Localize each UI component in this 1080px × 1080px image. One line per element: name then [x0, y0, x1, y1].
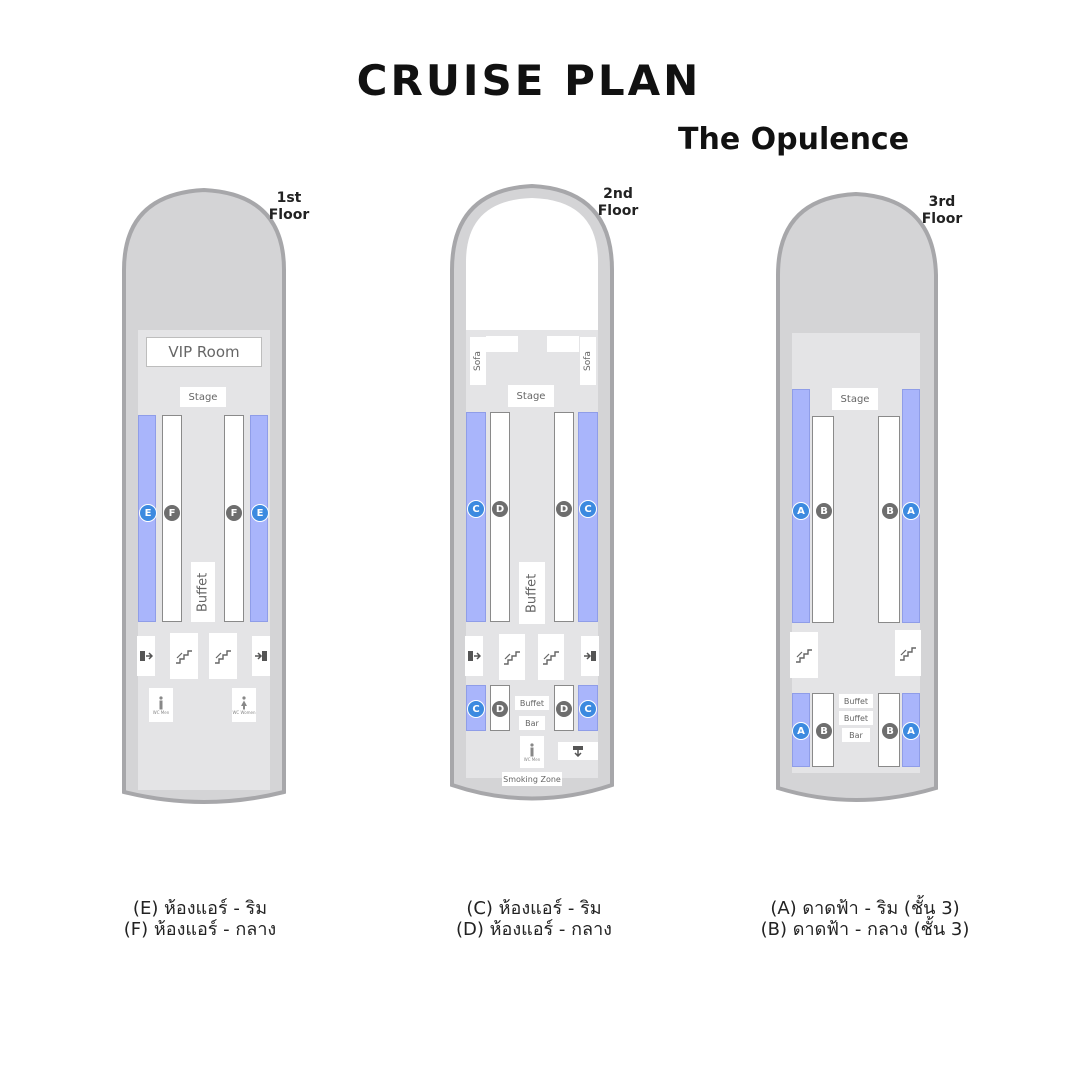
- zone-badge-c: C: [467, 500, 485, 518]
- page-title: CRUISE PLAN: [356, 56, 702, 105]
- legend-floor-3: (A) ดาดฟ้า - ริม (ชั้น 3) (B) ดาดฟ้า - ก…: [725, 898, 1005, 940]
- stage[interactable]: Stage: [508, 385, 554, 407]
- zone-badge-b: B: [881, 722, 899, 740]
- legend-line-f: (F) ห้องแอร์ - กลาง: [123, 919, 277, 940]
- vip-room[interactable]: VIP Room: [146, 337, 262, 367]
- zone-badge-a: A: [792, 502, 810, 520]
- zone-badge-d: D: [555, 500, 573, 518]
- deck-floor-2: 2nd Floor Sofa Sofa Stage C D D C Buffet…: [448, 180, 648, 810]
- legend-line-e: (E) ห้องแอร์ - ริม: [132, 898, 268, 919]
- stairs-icon[interactable]: [170, 633, 198, 679]
- legend-line-d: (D) ห้องแอร์ - กลาง: [456, 919, 612, 940]
- floor-label-2: 2nd Floor: [597, 186, 639, 219]
- zone-badge-a: A: [792, 722, 810, 740]
- buffet[interactable]: Buffet: [519, 562, 545, 624]
- buffet-counter[interactable]: Buffet: [839, 694, 873, 708]
- zone-badge-b: B: [815, 502, 833, 520]
- zone-badge-f: F: [225, 504, 243, 522]
- bar-counter[interactable]: Bar: [519, 716, 545, 730]
- wc-men[interactable]: WC Men: [149, 688, 173, 722]
- legend-line-a: (A) ดาดฟ้า - ริม (ชั้น 3): [770, 898, 960, 919]
- stage[interactable]: Stage: [180, 387, 226, 407]
- deck-floor-3: 3rd Floor Stage A B B A A B B A Buffet B…: [774, 180, 974, 810]
- zone-badge-e: E: [139, 504, 157, 522]
- wc-men[interactable]: WC Men: [520, 736, 544, 768]
- male-wc-icon: [530, 742, 534, 756]
- legend-floor-2: (C) ห้องแอร์ - ริม (D) ห้องแอร์ - กลาง: [394, 898, 674, 940]
- zone-badge-e: E: [251, 504, 269, 522]
- stairs-icon[interactable]: [499, 634, 525, 680]
- zone-badge-b: B: [881, 502, 899, 520]
- legend-floor-1: (E) ห้องแอร์ - ริม (F) ห้องแอร์ - กลาง: [60, 898, 340, 940]
- zone-badge-d: D: [491, 500, 509, 518]
- stairs-icon[interactable]: [790, 632, 818, 678]
- wc-women[interactable]: WC Women: [232, 688, 256, 722]
- zone-badge-f: F: [163, 504, 181, 522]
- legend-line-c: (C) ห้องแอร์ - ริม: [466, 898, 602, 919]
- stairs-icon[interactable]: [538, 634, 564, 680]
- buffet-counter[interactable]: Buffet: [515, 696, 549, 710]
- exit-down-icon[interactable]: [558, 742, 598, 760]
- zone-badge-c: C: [579, 500, 597, 518]
- ship-name: The Opulence: [678, 122, 910, 157]
- zone-badge-a: A: [902, 502, 920, 520]
- sofa-left[interactable]: Sofa: [470, 337, 486, 385]
- smoking-zone[interactable]: Smoking Zone: [502, 772, 562, 786]
- zone-badge-c: C: [467, 700, 485, 718]
- zone-badge-d: D: [555, 700, 573, 718]
- stairs-icon[interactable]: [209, 633, 237, 679]
- deck-floor-1: 1st Floor VIP Room Stage E F F E Buffet …: [120, 180, 320, 810]
- sofa-right[interactable]: Sofa: [580, 337, 596, 385]
- buffet-counter[interactable]: Buffet: [839, 711, 873, 725]
- floor-label-3: 3rd Floor: [921, 194, 963, 227]
- female-wc-icon: [241, 695, 247, 709]
- exit-icon[interactable]: [581, 636, 599, 676]
- zone-badge-c: C: [579, 700, 597, 718]
- zone-badge-d: D: [491, 700, 509, 718]
- floor-label-1: 1st Floor: [268, 190, 310, 223]
- exit-icon[interactable]: [465, 636, 483, 676]
- sofa-table-left[interactable]: [486, 336, 518, 352]
- zone-badge-a: A: [902, 722, 920, 740]
- male-wc-icon: [159, 695, 163, 709]
- buffet[interactable]: Buffet: [191, 562, 215, 622]
- bar-counter[interactable]: Bar: [842, 728, 870, 742]
- exit-icon[interactable]: [137, 636, 155, 676]
- stairs-icon[interactable]: [895, 630, 921, 676]
- exit-icon[interactable]: [252, 636, 270, 676]
- stage[interactable]: Stage: [832, 388, 878, 410]
- zone-badge-b: B: [815, 722, 833, 740]
- legend-line-b: (B) ดาดฟ้า - กลาง (ชั้น 3): [760, 919, 970, 940]
- sofa-table-right[interactable]: [547, 336, 579, 352]
